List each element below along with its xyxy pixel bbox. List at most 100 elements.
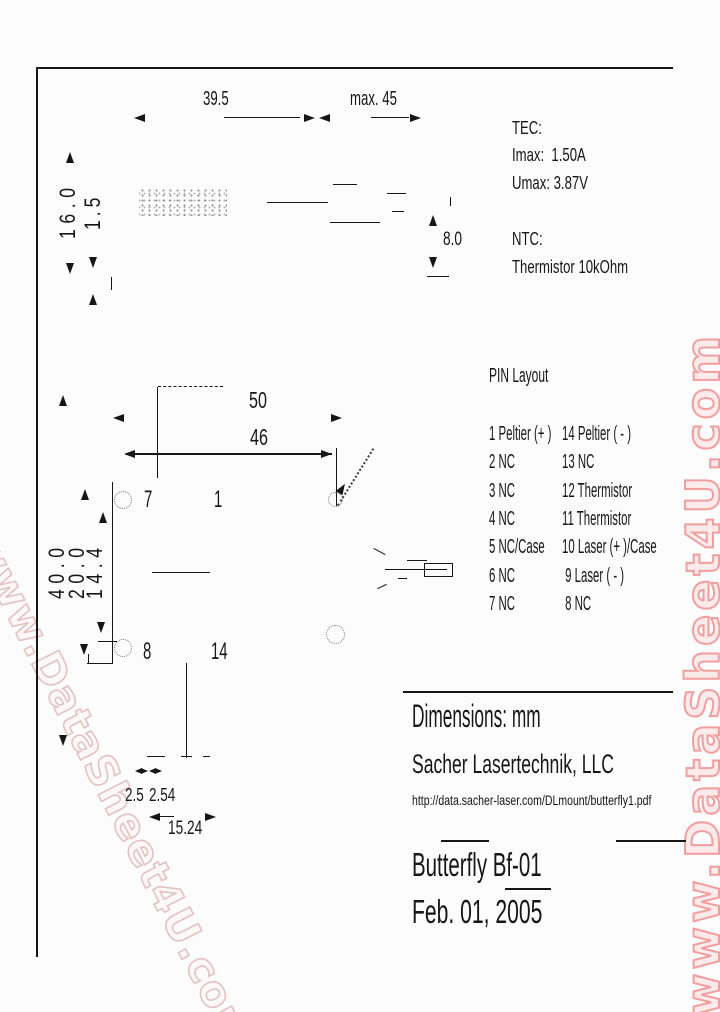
arrow-up-icon (81, 489, 89, 500)
arrow-up-icon (99, 512, 107, 523)
pin-layout-title: PIN Layout (489, 365, 549, 387)
side-view-line (392, 211, 404, 212)
package-top-edge (158, 386, 223, 387)
pin-1-label: 1 (214, 486, 223, 513)
pin-7-label: 7 (144, 486, 153, 513)
mounting-hole (328, 492, 343, 507)
dim-16-0-label: 16.0 (55, 182, 80, 239)
pin-row-right: 9 Laser ( - ) (562, 565, 625, 587)
dim-line (160, 816, 174, 817)
arrow-left-icon (134, 114, 145, 122)
titleblock-separator-fragment (441, 840, 489, 842)
dim-14-4-label: 14.4 (82, 542, 107, 599)
arrow-up-icon (89, 294, 97, 305)
pin-row-right: 11 Thermistor (562, 508, 632, 530)
ntc-title: NTC: (512, 229, 543, 249)
fiber-dash (373, 548, 386, 555)
dim-8-0-label: 8.0 (443, 229, 463, 250)
product-name: Butterfly Bf-01 (412, 846, 542, 883)
arrow-right-icon (321, 450, 332, 458)
pin-row-left: 6 NC (489, 565, 515, 587)
arrow-down-icon (89, 257, 97, 268)
pin-row-left: 3 NC (489, 480, 515, 502)
company-name: Sacher Lasertechnik, LLC (412, 749, 614, 779)
tec-title: TEC: (512, 118, 542, 138)
arrow-down-icon (80, 644, 88, 655)
extension-tick (98, 641, 117, 642)
dim-1-5-label: 1.5 (80, 193, 105, 230)
pin-8-label: 8 (143, 638, 152, 665)
fiber-connector (424, 563, 453, 577)
extension-line (87, 663, 112, 664)
pin-row-right: 14 Peltier ( - ) (562, 423, 632, 445)
dim-max-45-label: max. 45 (350, 88, 397, 110)
pin-row-right: 12 Thermistor (562, 480, 633, 502)
dash-seg (181, 756, 192, 757)
arrow-up-icon (429, 215, 437, 226)
frame-top-border (36, 67, 673, 69)
mounting-hole (114, 491, 132, 509)
revision-date: Feb. 01, 2005 (412, 893, 543, 930)
arrow-down-icon (59, 735, 67, 746)
arrow-down-icon (66, 263, 74, 274)
frame-left-border (36, 67, 38, 957)
arrow-down-icon (97, 622, 105, 633)
mounting-hole (326, 625, 345, 644)
pin-row-left: 4 NC (489, 508, 515, 530)
pin-row-left: 7 NC (489, 593, 515, 615)
fiber-dash (377, 583, 387, 590)
extension-line (336, 448, 337, 506)
datasheet-url: http://data.sacher-laser.com/DLmount/but… (412, 793, 652, 808)
ntc-value: Thermistor 10kOhm (512, 257, 629, 277)
arrow-left-icon (319, 114, 330, 122)
arrow-up-icon (59, 395, 67, 406)
arrow-down-icon (429, 257, 437, 268)
pin-row-left: 2 NC (489, 451, 515, 473)
side-view-line (387, 193, 406, 194)
tec-imax: Imax: 1.50A (512, 145, 586, 165)
dim-15-24-label: 15.24 (168, 818, 203, 839)
mounting-hole (114, 639, 132, 657)
dim-line-46 (126, 453, 332, 455)
arrow-left-icon (149, 768, 156, 774)
side-view-line (333, 184, 357, 185)
extension-tick (88, 654, 89, 663)
dim-line (224, 117, 300, 118)
arrow-right-icon (331, 414, 342, 422)
dash-seg (203, 756, 210, 757)
side-view-line (330, 222, 380, 223)
extension-line (157, 387, 158, 478)
dim-46-label: 46 (250, 424, 268, 450)
dim-2-5-label: 2.5 (125, 785, 144, 805)
pin-center-line (186, 663, 187, 758)
titleblock-separator-fragment (616, 840, 686, 842)
arrow-left-icon (149, 813, 160, 821)
titleblock-separator (403, 691, 673, 693)
arrow-left-icon (113, 414, 124, 422)
extension-line (427, 276, 449, 277)
pin-row-right: 10 Laser (+ )/Case (562, 536, 657, 558)
dimensions-note: Dimensions: mm (412, 698, 541, 734)
pin-row-right: 8 NC (562, 593, 592, 615)
diagonal-watermark: www.DataSheet4U.com (0, 523, 266, 1012)
dim-2-54-label: 2.54 (149, 785, 176, 805)
package-lid-stipple (139, 188, 227, 216)
fiber-line (407, 560, 427, 561)
extension-line (112, 482, 113, 664)
extension-tick (450, 197, 451, 206)
arrow-left-icon (135, 768, 142, 774)
pin-row-right: 13 NC (562, 451, 595, 473)
arrow-right-icon (141, 768, 148, 774)
pin-row-left: 1 Peltier (+ ) (489, 423, 552, 445)
arrow-right-icon (410, 114, 421, 122)
vertical-watermark: www.DataSheet4U.com (675, 331, 720, 1012)
extension-tick (111, 277, 112, 290)
fiber-dash (398, 578, 407, 579)
dim-39-5-label: 39.5 (203, 88, 229, 110)
center-line (152, 572, 210, 573)
arrow-right-icon (304, 114, 315, 122)
pin-row-left: 5 NC/Case (489, 536, 545, 558)
dim-line (371, 117, 409, 118)
dim-50-label: 50 (249, 387, 267, 413)
